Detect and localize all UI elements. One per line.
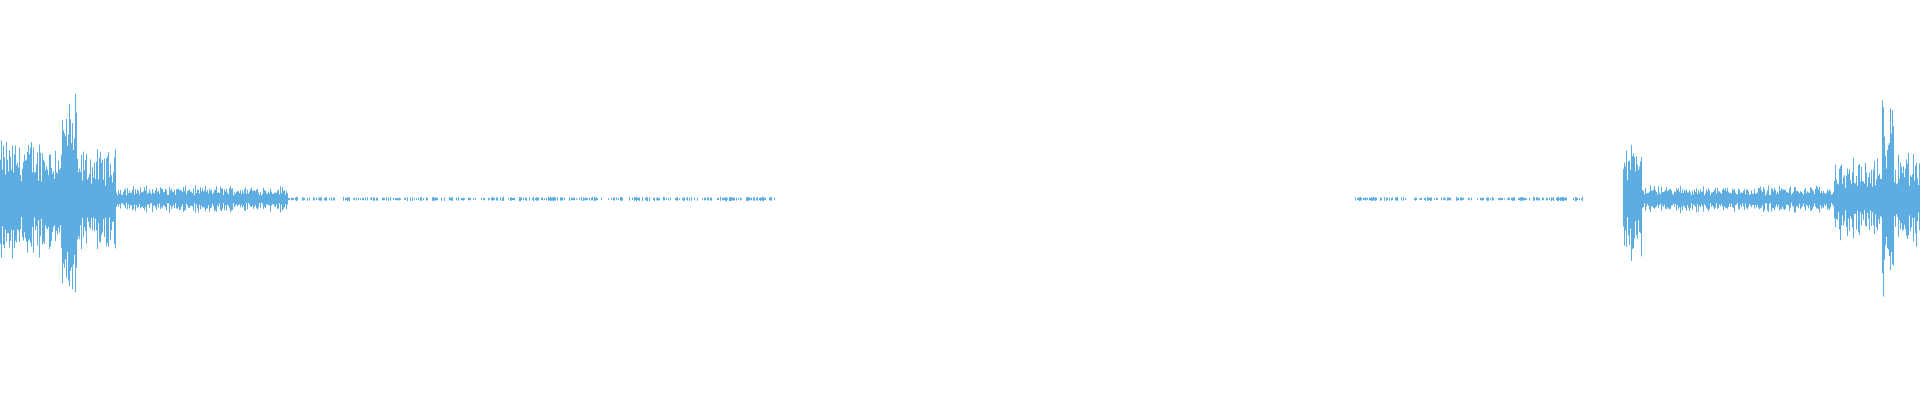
waveform-trace [0,93,1920,297]
